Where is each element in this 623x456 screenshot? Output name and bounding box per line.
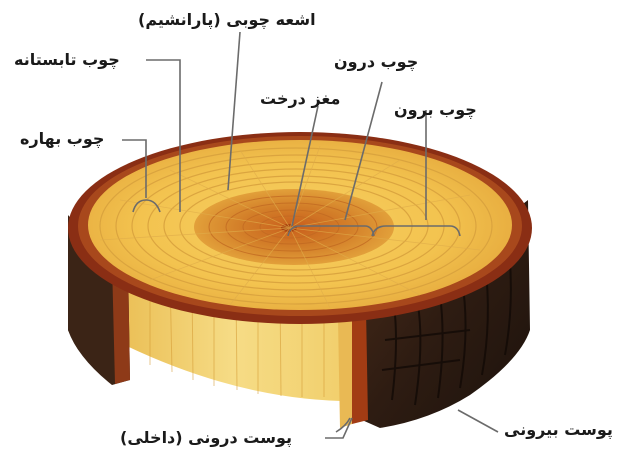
right-inner-bark	[350, 308, 368, 424]
label-medullary-ray: اشعه چوبی (پارانشیم)	[138, 10, 316, 30]
label-outer-bark: پوست بیرونی	[504, 420, 613, 440]
label-inner-bark: پوست درونی (داخلی)	[120, 428, 292, 448]
right-cut-wood	[338, 312, 352, 428]
label-summer-wood: چوب تابستانه	[14, 50, 120, 70]
label-spring-wood: چوب بهاره	[20, 129, 104, 149]
label-pith: مغز درخت	[260, 89, 340, 109]
label-sapwood: چوب برون	[394, 100, 477, 120]
label-heartwood: چوب درون	[334, 52, 418, 72]
